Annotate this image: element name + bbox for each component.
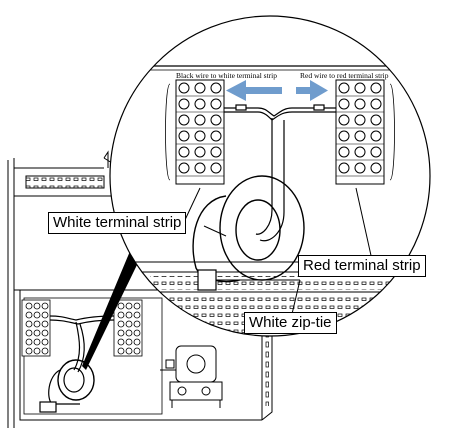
- magnifier-circle: [109, 15, 431, 337]
- small-red-terminal-strip: [113, 299, 143, 357]
- wire-bundle: [224, 104, 336, 242]
- arrow-right-icon: [296, 80, 328, 101]
- arrow-left-icon: [226, 80, 282, 101]
- pointer-wedge: [82, 232, 150, 370]
- zip-tie-callout: White zip-tie: [244, 312, 337, 334]
- white-terminal-strip-callout: White terminal strip: [48, 212, 187, 234]
- black-wire-caption: Black wire to white terminal strip: [176, 71, 278, 80]
- callout-leaders: [183, 187, 373, 315]
- cable-coil-icon: [192, 175, 305, 291]
- small-cable-coil-icon: [39, 315, 115, 413]
- red-terminal-strip-icon: [335, 79, 395, 185]
- white-terminal-strip-icon: [165, 79, 225, 185]
- red-terminal-strip-callout: Red terminal strip: [298, 255, 426, 277]
- relay-icon: [160, 345, 223, 408]
- small-white-terminal-strip: [21, 299, 51, 357]
- red-wire-caption: Red wire to red terminal strip: [300, 71, 389, 80]
